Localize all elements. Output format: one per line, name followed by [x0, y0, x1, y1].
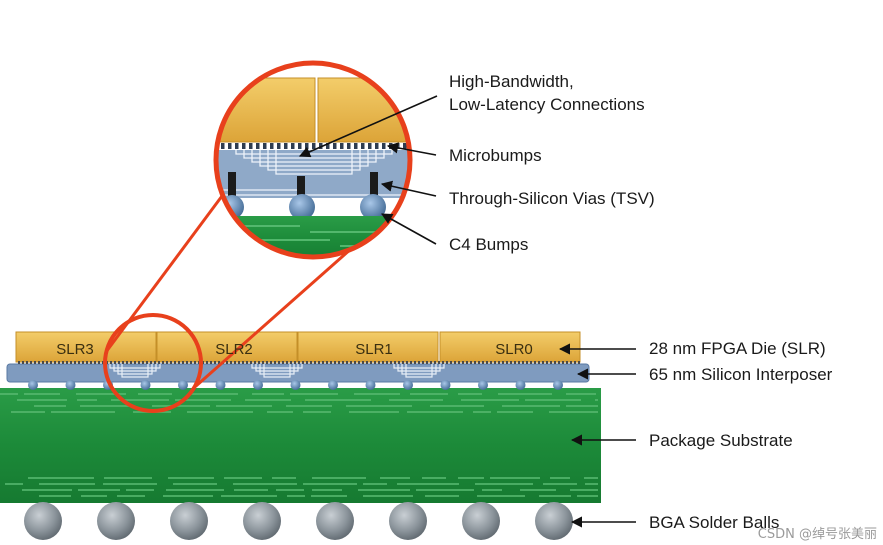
bga-ball	[243, 502, 281, 540]
zoom-callout-circle	[213, 60, 413, 260]
fpga-die-3	[15, 331, 157, 363]
label-microbumps: Microbumps	[449, 146, 542, 165]
silicon-interposer	[6, 363, 590, 383]
fpga-die-0	[439, 331, 581, 363]
label-silicon-interposer: 65 nm Silicon Interposer	[649, 365, 833, 384]
c4-bumps	[28, 380, 563, 390]
bga-ball	[97, 502, 135, 540]
label-high-bandwidth-line1: High-Bandwidth,	[449, 72, 574, 91]
zoom-source-circle	[103, 313, 203, 413]
bga-ball	[316, 502, 354, 540]
label-high-bandwidth-line2: Low-Latency Connections	[449, 95, 645, 114]
label-tsv: Through-Silicon Vias (TSV)	[449, 189, 655, 208]
bga-ball	[24, 502, 62, 540]
package-substrate	[0, 388, 601, 503]
bga-ball	[535, 502, 573, 540]
label-c4-bumps: C4 Bumps	[449, 235, 529, 254]
die-label-slr0: SLR0	[495, 341, 533, 358]
fpga-die-1	[297, 331, 439, 363]
watermark: CSDN @绰号张美丽	[757, 527, 877, 542]
bga-solder-balls	[24, 502, 573, 540]
label-fpga-die: 28 nm FPGA Die (SLR)	[649, 339, 826, 358]
bga-ball	[462, 502, 500, 540]
label-bga-solder-balls: BGA Solder Balls	[649, 513, 780, 532]
label-arrows	[298, 95, 636, 528]
label-package-substrate: Package Substrate	[649, 431, 793, 450]
die-label-slr3: SLR3	[56, 341, 94, 358]
die-label-slr2: SLR2	[215, 341, 253, 358]
die-label-slr1: SLR1	[355, 341, 393, 358]
zoom-detail	[216, 63, 410, 257]
bga-ball	[389, 502, 427, 540]
bga-ball	[170, 502, 208, 540]
fpga-dies	[15, 331, 581, 363]
microbumps-row	[18, 361, 580, 364]
